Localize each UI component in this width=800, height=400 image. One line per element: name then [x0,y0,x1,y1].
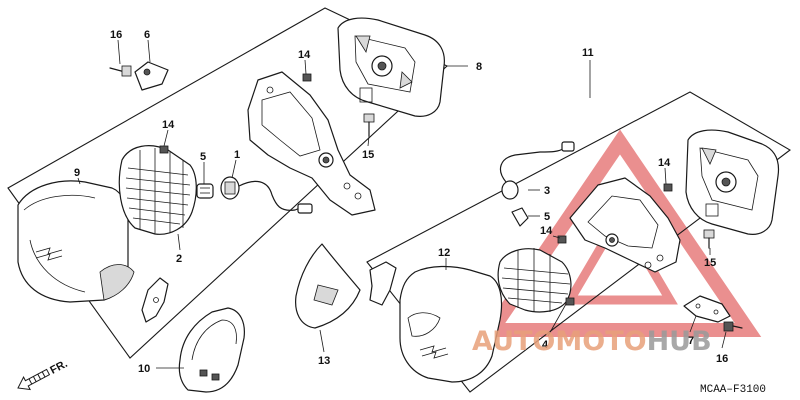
callout-15-left: 15 [362,149,374,161]
callout-2: 2 [176,253,182,265]
callout-14-center: 14 [298,49,311,61]
callout-14-right-a: 14 [658,157,671,169]
callout-10: 10 [138,363,150,375]
watermark-text: AUTOMOTOHUB [472,326,712,357]
screw-15-left [363,113,375,137]
front-direction-label: FR. [48,358,69,377]
callout-8: 8 [476,61,482,73]
trim-piece-13 [295,243,361,329]
callout-1: 1 [234,149,240,161]
screw-4-mount [565,297,575,306]
mirror-glass-left [337,17,445,117]
callout-15-right: 15 [704,257,716,269]
screw-14-right-b [557,235,567,244]
turn-signal-lens-left [118,145,197,235]
callout-4: 4 [542,339,549,351]
screw-15-right [703,229,715,249]
screw-14-left [159,145,169,154]
mirror-bracket-frame-right [569,177,681,273]
callout-13: 13 [318,355,330,367]
bulb-left [196,183,214,199]
watermark-text-moto: MOTO [555,326,646,357]
screw-14-center [302,73,312,82]
callout-12: 12 [438,247,450,259]
callout-5-right: 5 [544,211,550,223]
callout-5-left: 5 [200,151,206,163]
screw-14-right-a [663,183,673,192]
clip-bracket-right [369,261,397,306]
turn-signal-lens-right [497,248,572,313]
mirror-housing-left [17,180,135,303]
callout-16-left: 16 [110,29,122,41]
lower-cover-left [178,307,245,393]
mirror-bracket-frame [247,71,376,216]
callout-6: 6 [144,29,150,41]
leader-lines [77,39,727,369]
drawing-code: MCAA‒F3100 [700,384,766,396]
socket-harness-right [499,141,575,200]
screw-16-left [109,65,132,77]
lens-bracket-left [141,277,169,323]
mirror-glass-right [685,129,780,235]
mirror-housing-right [399,265,503,383]
screw-16-right [723,321,743,332]
socket-harness-left [220,176,313,214]
callout-14-left: 14 [162,119,175,131]
bulb-right [511,207,529,227]
watermark-text-hub: HUB [647,326,712,357]
watermark-text-auto: AUTO [472,326,555,357]
callout-labels: 16 6 14 8 15 14 5 1 9 2 10 13 11 14 3 5 … [74,29,728,375]
bracket-6 [134,61,169,91]
callout-9: 9 [74,167,80,179]
callout-16-right: 16 [716,353,728,365]
callout-11: 11 [582,47,594,59]
callout-3: 3 [544,185,550,197]
svg-text:AUTOMOTOHUB: AUTOMOTOHUB [472,326,712,357]
front-direction-arrow: FR. [17,358,70,391]
callout-7: 7 [688,335,694,347]
callout-14-right-b: 14 [540,225,553,237]
